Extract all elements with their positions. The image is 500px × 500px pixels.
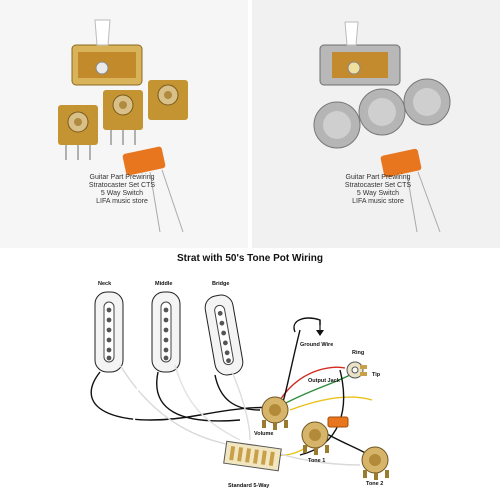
wire-green [281, 374, 351, 406]
product-photo-right: Guitar Part Prewiring Stratocaster Set C… [252, 0, 500, 248]
caption-line: Guitar Part Prewiring [89, 174, 155, 181]
caption-line: 5 Way Switch [100, 190, 144, 197]
capacitor-tone [327, 416, 349, 428]
label-ring: Ring [352, 350, 364, 356]
label-ground-wire: Ground Wire [300, 342, 333, 348]
wire-ground-white [133, 379, 231, 486]
caption-line: LIFA music store [96, 198, 148, 205]
label-switch: Standard 5-Way [228, 483, 270, 489]
label-bridge: Bridge [212, 281, 229, 287]
caption-line: 5 Way Switch [356, 190, 400, 197]
wire-yellow [289, 396, 373, 411]
label-neck: Neck [98, 281, 112, 287]
pickup-neck [94, 291, 124, 373]
pot-back-2 [358, 88, 406, 136]
caption-left: Guitar Part Prewiring Stratocaster Set C… [62, 174, 182, 206]
caption-right: Guitar Part Prewiring Stratocaster Set C… [318, 174, 438, 206]
label-tip: Tip [372, 372, 381, 378]
label-tone2: Tone 2 [366, 481, 383, 487]
wire-bridge-white [231, 371, 251, 441]
wire-neck-black [90, 371, 271, 421]
pot-tone1 [301, 421, 329, 455]
label-tone1: Tone 1 [308, 458, 325, 464]
label-volume: Volume [254, 431, 273, 437]
pot-volume [58, 105, 98, 145]
output-jack [346, 361, 367, 379]
ground-arrow-head-icon [316, 330, 324, 336]
pot-tone2 [361, 446, 389, 480]
prewired-kit-illustration [58, 19, 188, 233]
pot-volume [261, 396, 289, 430]
caption-line: Guitar Part Prewiring [345, 174, 411, 181]
wire-ground-lead [293, 317, 321, 333]
caption-line: Stratocaster Set CTS [88, 182, 156, 189]
prewired-kit-back-illustration [313, 21, 451, 233]
label-middle: Middle [155, 281, 172, 287]
pot-back-3 [403, 78, 451, 126]
wire-middle-white [174, 364, 241, 441]
wire-bridge-black [214, 374, 261, 411]
five-way-switch [223, 440, 282, 472]
label-output-jack: Output Jack [308, 378, 341, 384]
pickup-bridge [204, 294, 244, 376]
product-photo-left: Guitar Part Prewiring Stratocaster Set C… [0, 0, 248, 248]
wire-neck-white [119, 364, 231, 446]
wire-middle-black [156, 371, 241, 422]
pickup-middle [151, 291, 181, 373]
wiring-diagram: Neck Middle Bridge [90, 281, 389, 489]
pot-back-1 [313, 101, 361, 149]
diagram-title: Strat with 50's Tone Pot Wiring [176, 253, 323, 264]
caption-line: LIFA music store [352, 198, 404, 205]
capacitor [380, 148, 441, 233]
capacitor [122, 146, 184, 233]
pot-tone1 [103, 90, 143, 130]
caption-line: Stratocaster Set CTS [344, 182, 412, 189]
pot-tone2 [148, 80, 188, 120]
